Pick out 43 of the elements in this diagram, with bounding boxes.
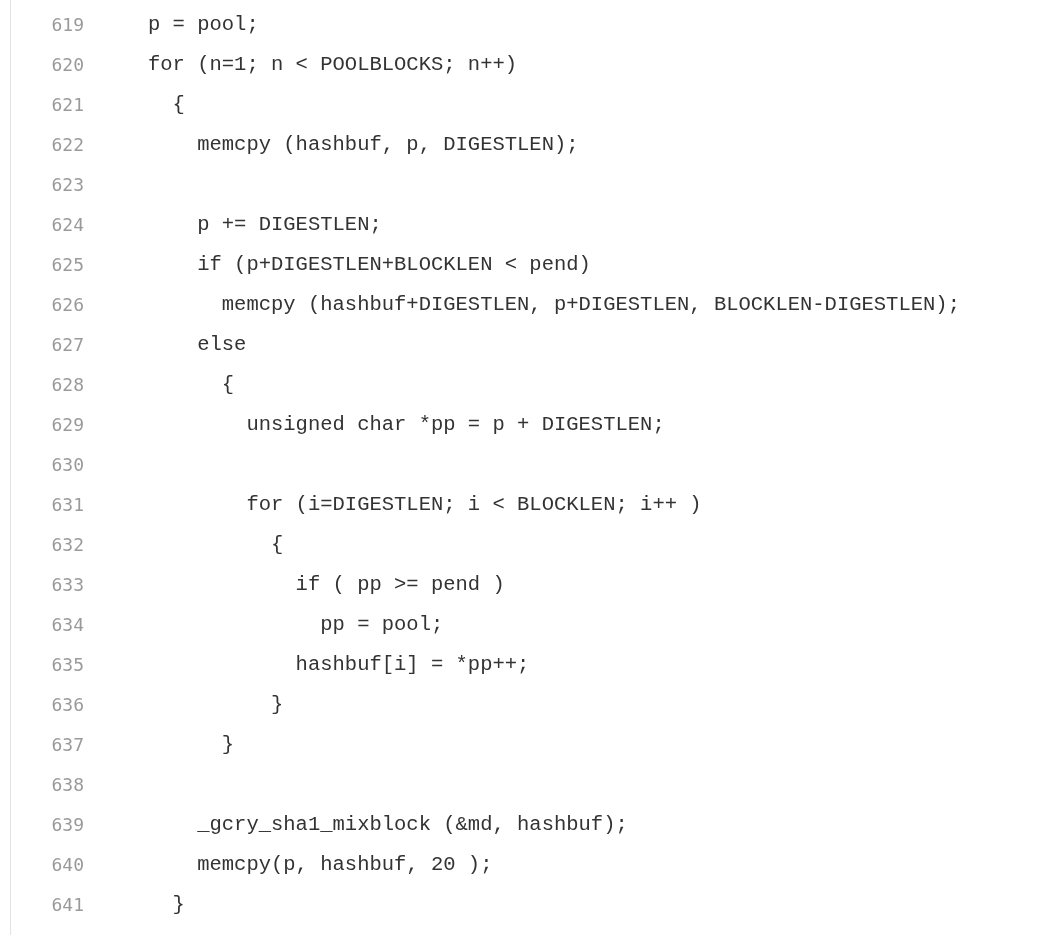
- code-line: for (n=1; n < POOLBLOCKS; n++): [148, 53, 518, 77]
- line-number: 623: [50, 173, 84, 197]
- code-line: if ( pp >= pend ): [294, 573, 505, 597]
- code-line: memcpy (hashbuf, p, DIGESTLEN);: [196, 133, 579, 157]
- line-number: 640: [50, 853, 84, 877]
- code-line: {: [220, 373, 235, 397]
- code-line: unsigned char *pp = p + DIGESTLEN;: [245, 413, 665, 437]
- code-line: memcpy (hashbuf+DIGESTLEN, p+DIGESTLEN, BLOCKLEN-DIGESTLEN);: [220, 293, 960, 317]
- code-line: hashbuf[i] = *pp++;: [294, 653, 530, 677]
- line-number: 641: [50, 893, 84, 917]
- code-line: p += DIGESTLEN;: [196, 213, 382, 237]
- line-number: 620: [50, 53, 84, 77]
- line-number: 633: [50, 573, 84, 597]
- line-number: 619: [50, 13, 84, 37]
- code-line: else: [196, 333, 247, 357]
- code-line: if (p+DIGESTLEN+BLOCKLEN < pend): [196, 253, 591, 277]
- line-number: 625: [50, 253, 84, 277]
- line-number: 629: [50, 413, 84, 437]
- code-line: }: [270, 693, 284, 717]
- line-number: 626: [50, 293, 84, 317]
- code-line: _gcry_sha1_mixblock (&md, hashbuf);: [196, 813, 628, 837]
- line-number: 634: [50, 613, 84, 637]
- line-number: 624: [50, 213, 84, 237]
- code-line: p = pool;: [148, 13, 259, 37]
- code-line: {: [171, 93, 185, 117]
- line-number: 630: [50, 453, 84, 477]
- line-number: 621: [50, 93, 84, 117]
- line-number: 622: [50, 133, 84, 157]
- code-line: memcpy(p, hashbuf, 20 );: [196, 853, 493, 877]
- line-number: 639: [50, 813, 84, 837]
- code-line: for (i=DIGESTLEN; i < BLOCKLEN; i++ ): [245, 493, 702, 517]
- line-number: 638: [50, 773, 84, 797]
- code-line: pp = pool;: [319, 613, 444, 637]
- line-number: 627: [50, 333, 84, 357]
- line-number: 631: [50, 493, 84, 517]
- line-number: 636: [50, 693, 84, 717]
- code-line: }: [220, 733, 235, 757]
- line-number: 628: [50, 373, 84, 397]
- code-line: }: [171, 893, 185, 917]
- line-number: 637: [50, 733, 84, 757]
- line-number: 632: [50, 533, 84, 557]
- line-number: 635: [50, 653, 84, 677]
- code-line: {: [270, 533, 284, 557]
